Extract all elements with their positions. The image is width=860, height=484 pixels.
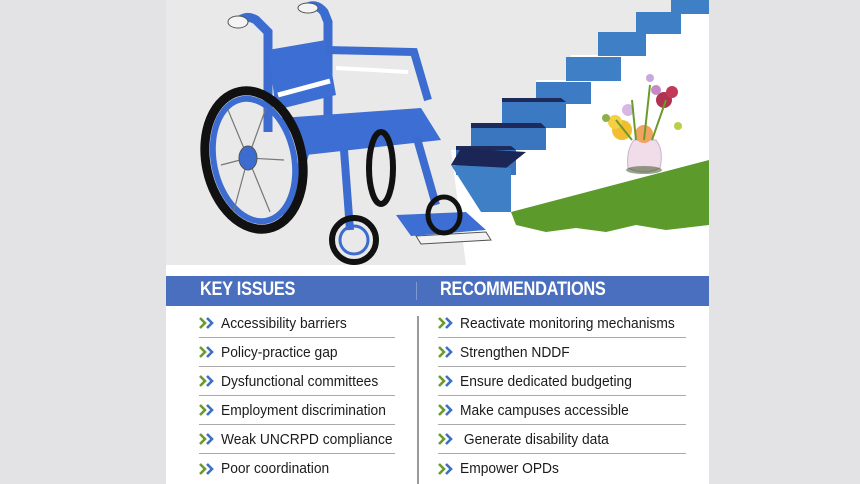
recommendation-text: Make campuses accessible xyxy=(460,401,629,419)
double-chevron-right-icon xyxy=(199,375,214,387)
double-chevron-right-icon xyxy=(199,462,214,475)
recommendation-text: Reactivate monitoring mechanisms xyxy=(460,314,675,332)
recommendation-item: Ensure dedicated budgeting xyxy=(438,367,686,396)
staircase-icon xyxy=(451,0,709,265)
key-issue-item: Policy-practice gap xyxy=(199,338,395,367)
key-issue-text: Poor coordination xyxy=(221,460,330,477)
flower-vase-icon xyxy=(602,74,682,174)
key-issue-text: Employment discrimination xyxy=(221,401,386,419)
key-issue-text: Accessibility barriers xyxy=(221,314,347,332)
double-chevron-right-icon xyxy=(438,346,453,358)
key-issue-text: Dysfunctional committees xyxy=(221,372,379,390)
key-issue-item: Dysfunctional committees xyxy=(199,367,395,396)
double-chevron-right-icon xyxy=(438,404,453,416)
illustration xyxy=(166,0,709,265)
key-issue-text: Policy-practice gap xyxy=(221,343,338,361)
key-issue-item: Employment discrimination xyxy=(199,396,395,425)
recommendations-list: Reactivate monitoring mechanisms Strengt… xyxy=(438,309,686,483)
recommendation-item: Make campuses accessible xyxy=(438,396,686,425)
key-issues-title: KEY ISSUES xyxy=(200,279,296,300)
key-issue-text: Weak UNCRPD compliance xyxy=(221,430,393,448)
key-issue-item: Poor coordination xyxy=(199,454,395,483)
illustration-art xyxy=(200,0,709,265)
double-chevron-right-icon xyxy=(199,433,214,445)
recommendation-text: Strengthen NDDF xyxy=(460,343,570,361)
recommendation-text: Empower OPDs xyxy=(460,460,559,477)
double-chevron-right-icon xyxy=(438,375,453,387)
double-chevron-right-icon xyxy=(438,462,453,475)
recommendation-item: Generate disability data xyxy=(438,425,686,454)
wheelchair-icon xyxy=(200,1,492,265)
double-chevron-right-icon xyxy=(199,317,214,329)
key-issue-item: Accessibility barriers xyxy=(199,309,395,338)
header-divider xyxy=(416,282,417,300)
recommendation-item: Empower OPDs xyxy=(438,454,686,483)
recommendations-title: RECOMMENDATIONS xyxy=(440,279,606,300)
double-chevron-right-icon xyxy=(199,404,214,416)
recommendation-item: Reactivate monitoring mechanisms xyxy=(438,309,686,338)
key-issues-list: Accessibility barriers Policy-practice g… xyxy=(199,309,395,483)
double-chevron-right-icon xyxy=(438,317,453,329)
recommendation-item: Strengthen NDDF xyxy=(438,338,686,367)
recommendation-text: Ensure dedicated budgeting xyxy=(460,372,632,390)
header-bar: KEY ISSUES RECOMMENDATIONS xyxy=(166,276,709,306)
key-issue-item: Weak UNCRPD compliance xyxy=(199,425,395,454)
recommendation-text: Generate disability data xyxy=(460,430,609,448)
double-chevron-right-icon xyxy=(199,346,214,358)
double-chevron-right-icon xyxy=(438,433,453,445)
infographic-panel: KEY ISSUES RECOMMENDATIONS Accessibility… xyxy=(166,0,709,484)
column-divider xyxy=(417,316,419,484)
